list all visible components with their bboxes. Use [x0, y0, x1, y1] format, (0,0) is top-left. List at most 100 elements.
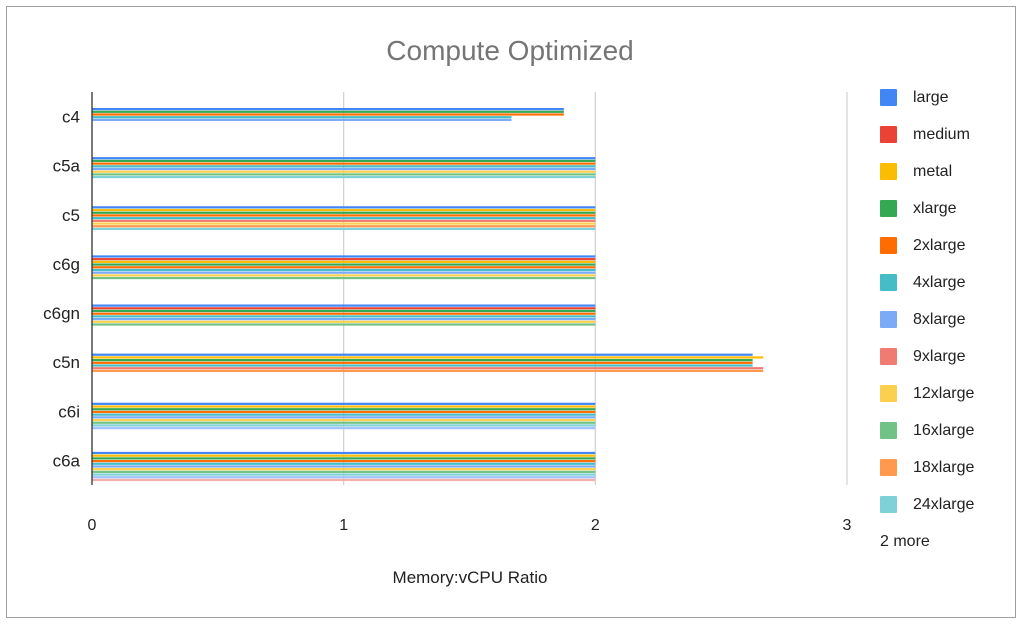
bar [92, 274, 596, 277]
category-label: c6gn [43, 304, 80, 323]
legend-swatch [880, 348, 897, 365]
legend-label: 18xlarge [913, 459, 974, 476]
legend-more-link[interactable]: 2 more [880, 533, 930, 550]
bar [92, 167, 596, 171]
bars [92, 108, 764, 482]
legend-swatch [880, 385, 897, 402]
category-label: c5a [53, 157, 81, 176]
bar [92, 162, 596, 165]
bar [92, 110, 564, 113]
bar [92, 206, 596, 209]
bar [92, 353, 753, 356]
bar [92, 307, 596, 310]
bar [92, 369, 764, 373]
bar [92, 222, 596, 225]
bar [92, 227, 596, 231]
bar [92, 454, 596, 457]
bar [92, 405, 596, 408]
bar [92, 211, 596, 214]
x-tick-label: 1 [339, 517, 348, 534]
category-label: c6i [58, 402, 80, 421]
bar [92, 271, 596, 274]
bar [92, 176, 596, 179]
chart-title: Compute Optimized [386, 35, 633, 66]
bar [92, 157, 596, 160]
legend-label: large [913, 89, 949, 106]
legend-label: 24xlarge [913, 496, 974, 513]
legend-label: 12xlarge [913, 385, 974, 402]
bar [92, 173, 596, 176]
bar [92, 478, 596, 482]
bar [92, 416, 596, 419]
bar [92, 473, 596, 476]
x-tick-label: 2 [591, 517, 600, 534]
bar [92, 116, 512, 119]
category-label: c6g [53, 255, 80, 274]
bar [92, 113, 564, 116]
bar [92, 462, 596, 465]
legend-label: medium [913, 126, 970, 143]
x-tick-labels: 0 1 2 3 [88, 517, 852, 534]
bar [92, 457, 596, 460]
bar [92, 225, 596, 228]
bar [92, 451, 596, 455]
x-tick-label: 0 [88, 517, 97, 534]
bar [92, 410, 596, 414]
bar [92, 323, 596, 326]
bar [92, 263, 596, 266]
bar [92, 219, 596, 222]
legend-label: 16xlarge [913, 422, 974, 439]
bar [92, 459, 596, 463]
bar [92, 318, 596, 321]
category-label: c4 [62, 108, 80, 127]
bar [92, 258, 596, 261]
legend-label: metal [913, 163, 952, 180]
legend-label: 8xlarge [913, 311, 966, 328]
legend-label: xlarge [913, 200, 957, 217]
bar [92, 255, 596, 258]
legend-swatch [880, 200, 897, 217]
bar [92, 315, 596, 318]
bar [92, 359, 753, 362]
bar [92, 421, 596, 424]
legend-label: 4xlarge [913, 274, 966, 291]
bar [92, 276, 596, 280]
bar [92, 304, 596, 307]
bar [92, 108, 564, 111]
bar [92, 408, 596, 411]
legend-swatch [880, 459, 897, 476]
category-label: c6a [53, 451, 81, 470]
bar [92, 260, 596, 263]
legend-swatch [880, 126, 897, 143]
bar [92, 470, 596, 473]
x-tick-label: 3 [843, 517, 852, 534]
legend-swatch [880, 496, 897, 513]
bar [92, 413, 596, 416]
bar [92, 214, 596, 217]
bar [92, 217, 596, 220]
category-label: c5 [62, 206, 80, 225]
bar [92, 208, 596, 212]
legend-label: 9xlarge [913, 348, 966, 365]
bar [92, 418, 596, 422]
bar [92, 427, 596, 430]
bar [92, 367, 764, 370]
legend-swatch [880, 274, 897, 291]
legend-label: 2xlarge [913, 237, 966, 254]
bar [92, 320, 596, 323]
legend-swatch [880, 311, 897, 328]
bar [92, 268, 596, 272]
x-axis-title: Memory:vCPU Ratio [393, 568, 548, 587]
bar [92, 364, 753, 367]
bar [92, 266, 596, 269]
bar [92, 468, 596, 471]
legend-swatch [880, 163, 897, 180]
bar [92, 465, 596, 468]
legend: large medium metal xlarge 2xlarge 4xlarge 8xla… [880, 89, 974, 513]
bar [92, 424, 596, 427]
bar [92, 165, 596, 168]
bar [92, 118, 512, 121]
bar [92, 356, 764, 359]
